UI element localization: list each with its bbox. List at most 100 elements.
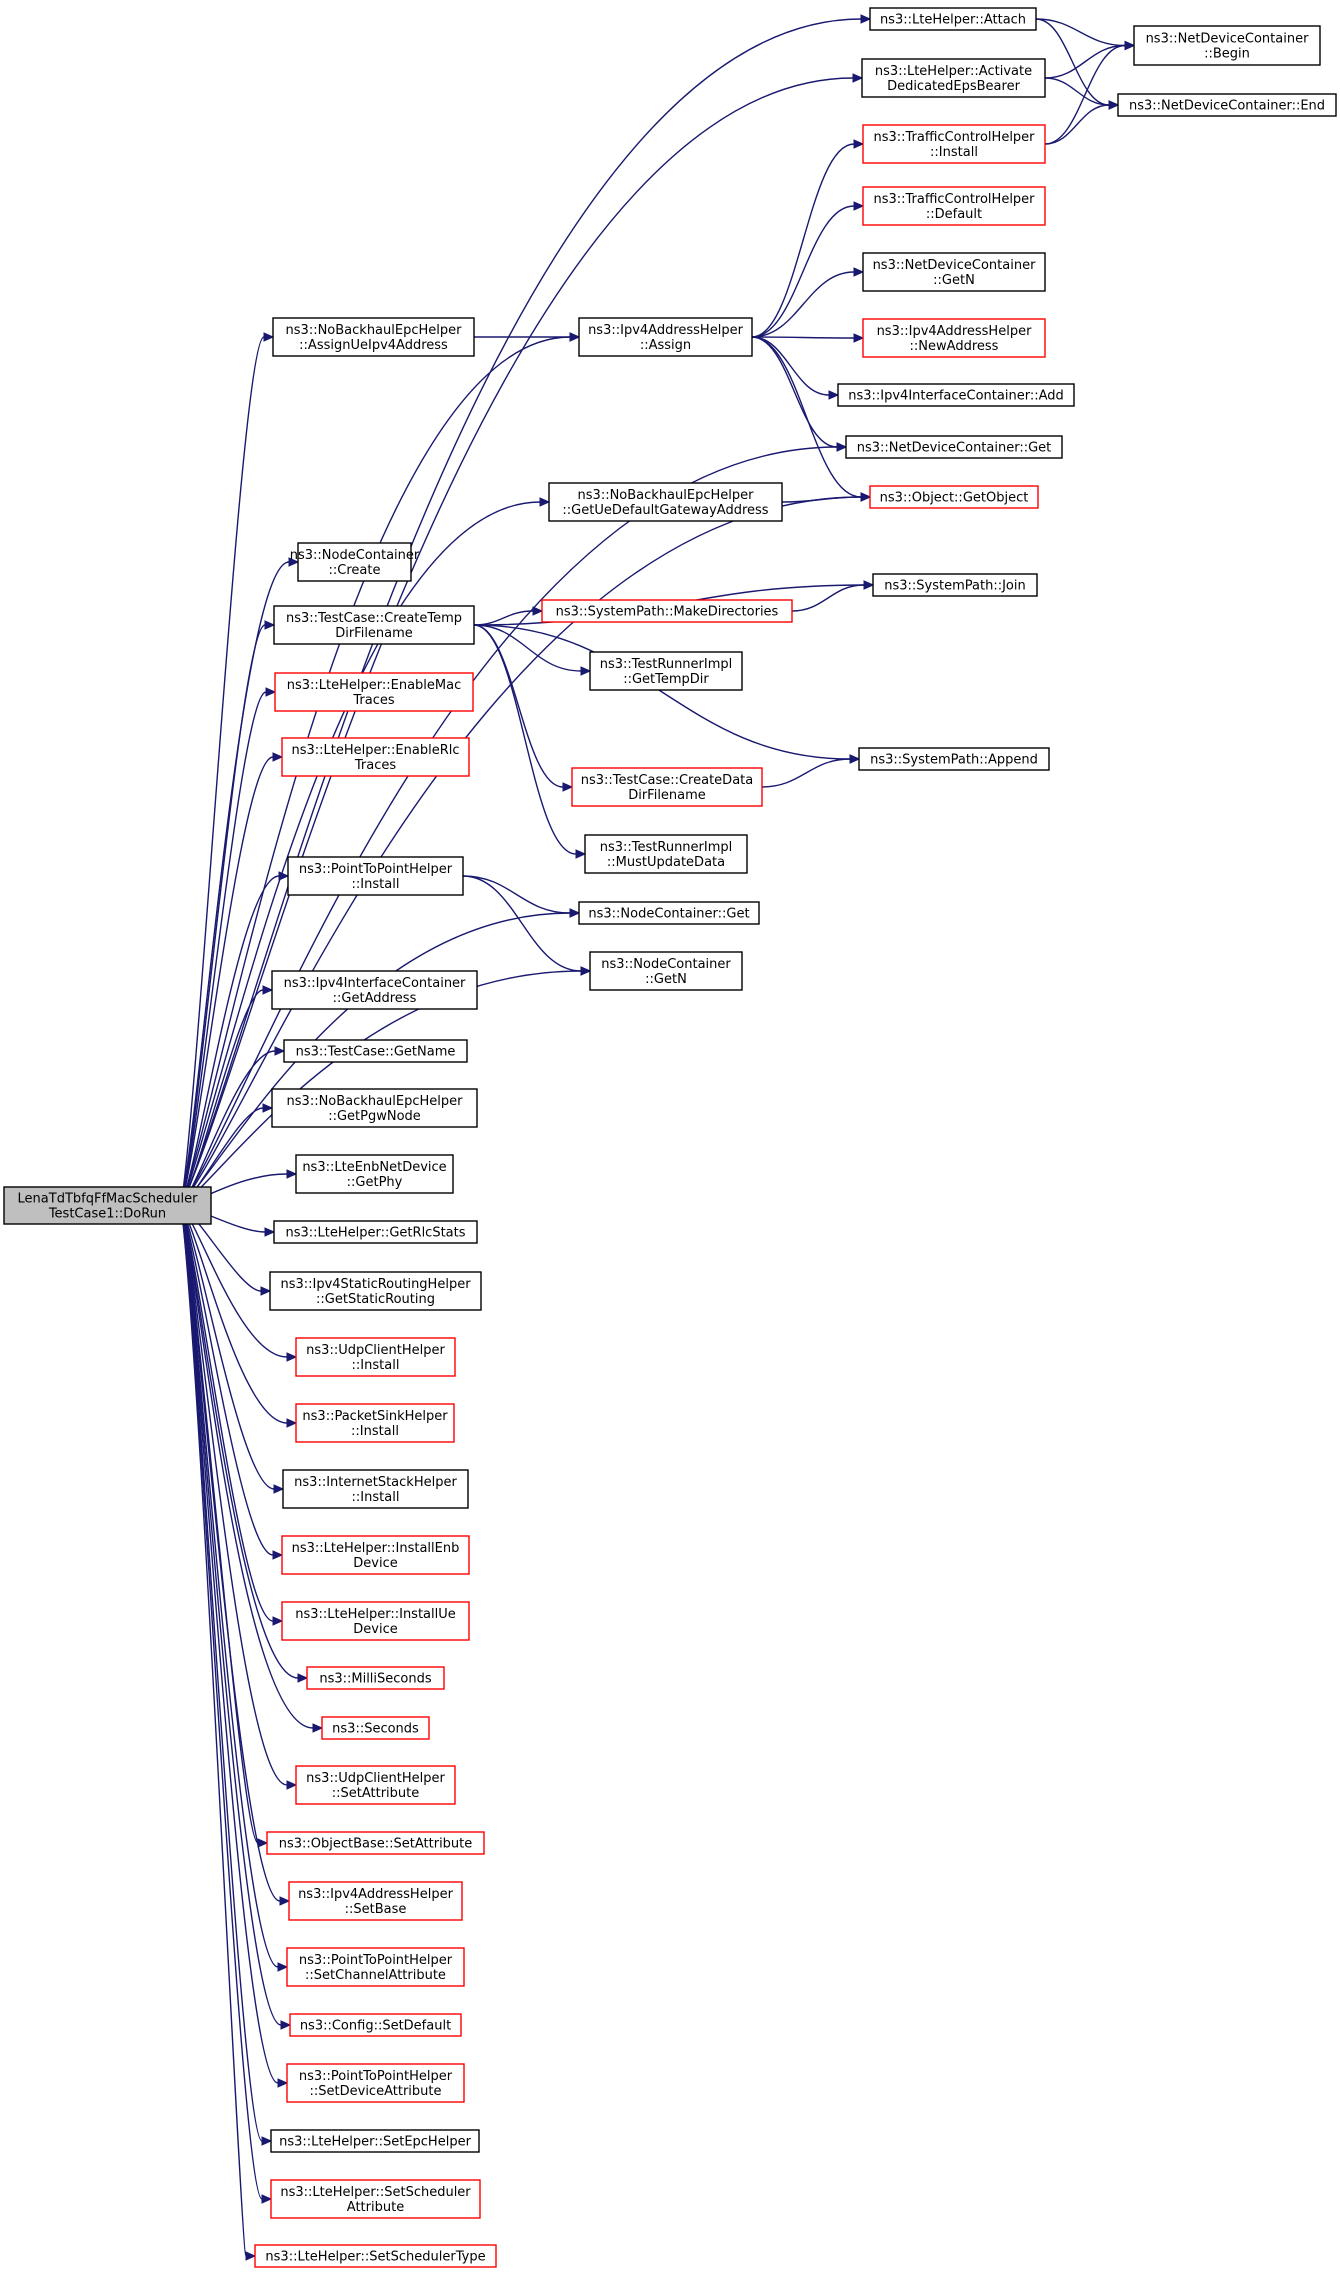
node-ns3-netdevicecontainer-end[interactable]: ns3::NetDeviceContainer::End [1117, 93, 1337, 117]
node-ns3-ipv4addresshelper-newaddress[interactable]: ns3::Ipv4AddressHelper::NewAddress [862, 318, 1046, 358]
node-ns3-netdevicecontainer-getn[interactable]: ns3::NetDeviceContainer::GetN [862, 252, 1046, 292]
node-ns3-milliseconds[interactable]: ns3::MilliSeconds [306, 1666, 445, 1690]
node-box [287, 856, 464, 896]
node-ns3-nodecontainer-get[interactable]: ns3::NodeContainer::Get [578, 901, 760, 925]
node-label: ns3::LteHelper::Attach [880, 13, 1026, 28]
node-box [283, 1039, 468, 1063]
node-ns3-systempath-join[interactable]: ns3::SystemPath::Join [872, 573, 1038, 597]
node-label: ns3::TrafficControlHelper [873, 192, 1035, 207]
edge-line [761, 758, 851, 788]
arrowhead-icon [280, 2020, 292, 2030]
node-label: ns3::SystemPath::Append [870, 753, 1038, 768]
arrowhead-icon [272, 752, 284, 762]
node-ns3-objectbase-setattribute[interactable]: ns3::ObjectBase::SetAttribute [266, 1831, 485, 1855]
node-ns3-seconds[interactable]: ns3::Seconds [321, 1716, 430, 1740]
node-box [306, 1666, 445, 1690]
node-label: ::Install [930, 145, 978, 160]
node-label: ns3::NetDeviceContainer [873, 258, 1037, 273]
node-ns3-internetstackhelper-install[interactable]: ns3::InternetStackHelper::Install [282, 1469, 469, 1509]
node-label: ::MustUpdateData [607, 855, 725, 870]
node-label: ns3::Config::SetDefault [300, 2019, 451, 2034]
node-label: ns3::TestRunnerImpl [600, 657, 733, 672]
node-label: ns3::SystemPath::Join [884, 579, 1025, 594]
node-ns3-ipv4interfacecontainer-add[interactable]: ns3::Ipv4InterfaceContainer::Add [837, 383, 1075, 407]
arrowhead-icon [853, 267, 865, 277]
node-ns3-testcase-getname[interactable]: ns3::TestCase::GetName [283, 1039, 468, 1063]
node-label: ns3::NoBackhaulEpcHelper [287, 1094, 464, 1109]
node-ns3-trafficcontrolhelper-install[interactable]: ns3::TrafficControlHelper::Install [862, 124, 1046, 164]
node-label: ns3::Ipv4InterfaceContainer::Add [848, 389, 1064, 404]
node-ns3-nobackhaulepchelper-getpgwnode[interactable]: ns3::NoBackhaulEpcHelper::GetPgwNode [271, 1088, 478, 1128]
edge-n25-to-n27 [462, 875, 592, 976]
arrowhead-icon [828, 390, 840, 400]
edge-line [751, 336, 838, 448]
arrowhead-icon [286, 1352, 298, 1362]
node-ns3-nobackhaulepchelper-getuedefaultgatewayaddress[interactable]: ns3::NoBackhaulEpcHelper::GetUeDefaultGa… [548, 482, 783, 522]
edge-line [180, 561, 290, 1206]
arrowhead-icon [286, 1418, 298, 1428]
node-ns3-config-setdefault[interactable]: ns3::Config::SetDefault [289, 2013, 462, 2037]
node-ns3-ltehelper-setschedulertype[interactable]: ns3::LteHelper::SetSchedulerType [254, 2244, 497, 2268]
node-ns3-ipv4addresshelper-assign[interactable]: ns3::Ipv4AddressHelper::Assign [578, 317, 753, 357]
node-ns3-udpclienthelper-install[interactable]: ns3::UdpClientHelper::Install [295, 1337, 456, 1377]
node-ns3-netdevicecontainer-begin[interactable]: ns3::NetDeviceContainer::Begin [1133, 25, 1321, 66]
edge-line [180, 1205, 274, 1622]
node-label: ns3::PointToPointHelper [299, 862, 453, 877]
node-box [541, 599, 793, 623]
node-box [270, 2129, 480, 2153]
node-ns3-nodecontainer-getn[interactable]: ns3::NodeContainer::GetN [589, 951, 743, 991]
node-ns3-ipv4staticroutinghelper-getstaticrouting[interactable]: ns3::Ipv4StaticRoutingHelper::GetStaticR… [269, 1271, 482, 1311]
node-label: ::GetN [645, 972, 687, 987]
node-label: ns3::LteHelper::EnableMac [287, 678, 462, 693]
node-ns3-systempath-makedirectories[interactable]: ns3::SystemPath::MakeDirectories [541, 599, 793, 623]
arrowhead-icon [853, 139, 865, 149]
node-label: ns3::LteHelper::SetScheduler [280, 2185, 471, 2200]
node-box [274, 672, 474, 712]
node-ns3-packetsinkhelper-install[interactable]: ns3::PacketSinkHelper::Install [295, 1403, 455, 1443]
arrowhead-icon [860, 492, 872, 502]
edge-line [180, 1205, 247, 2257]
node-ns3-nobackhaulepchelper-assignueipv4address[interactable]: ns3::NoBackhaulEpcHelper::AssignUeIpv4Ad… [272, 317, 475, 357]
node-ns3-ltehelper-getrlcstats[interactable]: ns3::LteHelper::GetRlcStats [273, 1220, 478, 1244]
edge-n13-to-n5 [751, 139, 865, 338]
node-ns3-object-getobject[interactable]: ns3::Object::GetObject [869, 485, 1039, 509]
node-ns3-pointtopointhelper-setdeviceattribute[interactable]: ns3::PointToPointHelper::SetDeviceAttrib… [286, 2063, 465, 2103]
node-ns3-testrunnerimpl-gettempdir[interactable]: ns3::TestRunnerImpl::GetTempDir [589, 651, 743, 691]
node-ns3-ipv4addresshelper-setbase[interactable]: ns3::Ipv4AddressHelper::SetBase [288, 1881, 463, 1921]
node-ns3-lteenbnetdevice-getphy[interactable]: ns3::LteEnbNetDevice::GetPhy [295, 1154, 454, 1194]
arrowhead-icon [272, 1550, 284, 1560]
node-ns3-udpclienthelper-setattribute[interactable]: ns3::UdpClientHelper::SetAttribute [295, 1765, 456, 1805]
node-ns3-trafficcontrolhelper-default[interactable]: ns3::TrafficControlHelper::Default [862, 186, 1046, 226]
node-box [869, 485, 1039, 509]
arrowhead-icon [264, 620, 276, 630]
node-box [3, 1186, 212, 1225]
node-ns3-ltehelper-activatededicatedepsbearer[interactable]: ns3::LteHelper::ActivateDedicatedEpsBear… [861, 58, 1046, 98]
node-ns3-nodecontainer-create[interactable]: ns3::NodeContainer::Create [290, 542, 420, 582]
node-box [548, 482, 783, 522]
node-ns3-ltehelper-setepchelper[interactable]: ns3::LteHelper::SetEpcHelper [270, 2129, 480, 2153]
node-ns3-systempath-append[interactable]: ns3::SystemPath::Append [858, 747, 1050, 771]
node-ns3-ipv4interfacecontainer-getaddress[interactable]: ns3::Ipv4InterfaceContainer::GetAddress [271, 970, 478, 1010]
edge-line [1044, 44, 1126, 79]
node-ns3-netdevicecontainer-get[interactable]: ns3::NetDeviceContainer::Get [845, 435, 1063, 459]
node-ns3-testrunnerimpl-mustupdatedata[interactable]: ns3::TestRunnerImpl::MustUpdateData [584, 834, 748, 874]
node-ns3-pointtopointhelper-install[interactable]: ns3::PointToPointHelper::Install [287, 856, 464, 896]
node-label: ns3::TestCase::CreateData [581, 773, 753, 788]
node-ns3-pointtopointhelper-setchannelattribute[interactable]: ns3::PointToPointHelper::SetChannelAttri… [286, 1947, 465, 1987]
edge-line [180, 336, 265, 1206]
edge-n0-to-n16 [180, 620, 276, 1206]
arrowhead-icon [262, 1103, 274, 1113]
edge-line [180, 496, 862, 1206]
node-ns3-ltehelper-attach[interactable]: ns3::LteHelper::Attach [869, 7, 1037, 31]
node-label: ::GetPhy [347, 1175, 403, 1190]
edge-line [180, 624, 266, 1206]
